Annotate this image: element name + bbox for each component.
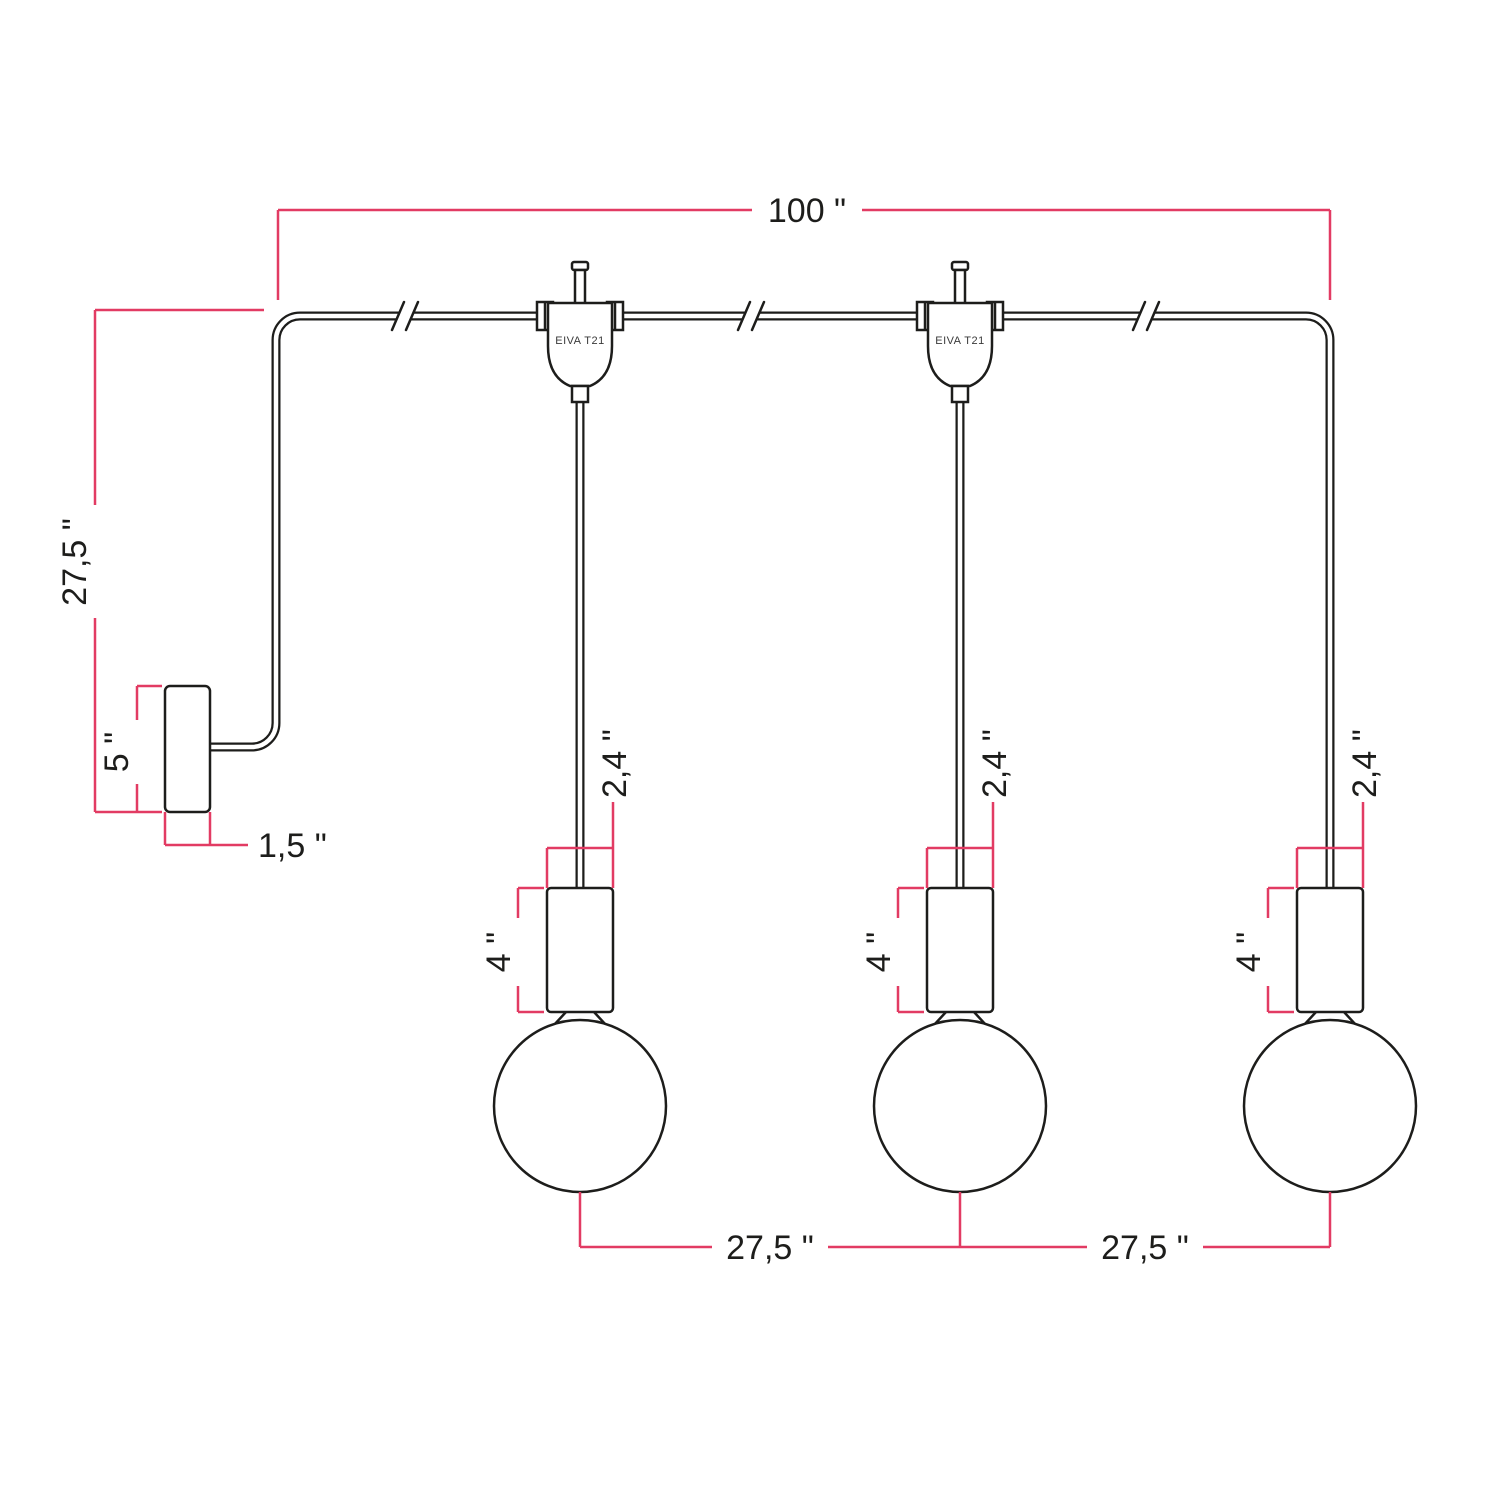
pendant-2-socket xyxy=(925,886,995,1014)
dimension-bulb-spacing-2: 27,5 " xyxy=(960,1192,1332,1267)
dimension-drop-height-label: 27,5 " xyxy=(56,518,94,606)
pendant-3 xyxy=(1242,886,1418,1194)
main-cable xyxy=(208,311,1335,892)
dimension-bulb-spacing-1-lines xyxy=(578,1192,962,1249)
break-mark-2-slashes xyxy=(736,300,766,332)
break-mark-2 xyxy=(736,300,766,332)
dimensions: 100 " 27,5 " 5 " 1,5 " 2,4 " 4 " xyxy=(56,192,1384,1267)
pendant-1-socket xyxy=(545,886,615,1014)
pendant-2 xyxy=(872,886,1048,1194)
dimension-socket-length-2-label: 4 " xyxy=(860,932,898,972)
dimension-bulb-spacing-2-lines xyxy=(960,1192,1332,1249)
dimension-socket-length-1-label: 4 " xyxy=(480,932,518,972)
dimension-socket-length-1-lines xyxy=(516,886,544,1014)
dimension-plate-height: 5 " xyxy=(98,684,162,812)
dimension-socket-diameter-3-lines xyxy=(1295,802,1365,888)
dimension-bulb-spacing-2-label: 27,5 " xyxy=(1101,1229,1189,1267)
dimension-total-width-label: 100 " xyxy=(768,192,846,230)
dimension-drop-height-lines xyxy=(93,308,264,814)
pendant-3-socket xyxy=(1295,886,1365,1014)
dimension-bulb-spacing-1-label: 27,5 " xyxy=(726,1229,814,1267)
connector-2-bottom-nut xyxy=(950,384,970,404)
break-mark-1 xyxy=(390,300,420,332)
break-mark-1-gap xyxy=(392,302,418,330)
break-mark-3-slashes xyxy=(1131,300,1161,332)
main-cable-core xyxy=(208,313,1333,892)
dimension-drop-height: 27,5 " xyxy=(56,308,264,814)
dimension-socket-length-3-label: 4 " xyxy=(1230,932,1268,972)
dimension-plate-height-label: 5 " xyxy=(98,732,136,772)
dimension-plate-height-lines xyxy=(135,684,162,812)
dimension-total-width-lines xyxy=(276,208,1332,300)
connector-2-top-stem xyxy=(953,268,967,308)
connector-1-top-stem xyxy=(573,268,587,308)
dimension-socket-length-2: 4 " xyxy=(860,886,924,1014)
connector-2-body xyxy=(926,301,994,388)
break-mark-3-gap xyxy=(1133,302,1159,330)
dimension-socket-diameter-1-label: 2,4 " xyxy=(596,729,634,798)
dimension-plate-depth: 1,5 " xyxy=(163,812,327,865)
main-cable-outline xyxy=(208,311,1335,892)
break-mark-1-slashes xyxy=(390,300,420,332)
dimension-socket-diameter-3: 2,4 " xyxy=(1295,729,1384,888)
pendant-1-bulb xyxy=(492,1018,668,1194)
connector-1-bottom-nut xyxy=(570,384,590,404)
connector-1-label: EIVA T21 xyxy=(555,335,604,347)
dimension-socket-diameter-2-label: 2,4 " xyxy=(976,729,1014,798)
dimension-socket-diameter-2-lines xyxy=(925,802,995,888)
dimension-plate-depth-label: 1,5 " xyxy=(258,827,327,865)
pendant-2-bulb xyxy=(872,1018,1048,1194)
dimension-total-width: 100 " xyxy=(276,192,1332,300)
break-mark-2-gap xyxy=(738,302,764,330)
connector-2-label: EIVA T21 xyxy=(935,335,984,347)
wall-plate xyxy=(163,684,212,814)
dimension-socket-diameter-2: 2,4 " xyxy=(925,729,1014,888)
dimension-socket-length-3: 4 " xyxy=(1230,886,1294,1014)
break-mark-3 xyxy=(1131,300,1161,332)
pendant-3-bulb xyxy=(1242,1018,1418,1194)
pendant-1 xyxy=(492,886,668,1194)
dimension-plate-depth-lines xyxy=(163,812,248,847)
fixture: EIVA T21 EIVA T21 xyxy=(163,260,1418,1194)
connector-2: EIVA T21 xyxy=(915,260,1005,404)
dimension-socket-diameter-1-lines xyxy=(545,802,615,888)
dimension-socket-length-2-lines xyxy=(896,886,924,1014)
dimension-bulb-spacing-1: 27,5 " xyxy=(578,1192,962,1267)
dimension-socket-length-3-lines xyxy=(1266,886,1294,1014)
connector-1-body xyxy=(546,301,614,388)
connector-1: EIVA T21 xyxy=(535,260,625,404)
dimension-socket-diameter-3-label: 2,4 " xyxy=(1346,729,1384,798)
dimension-socket-diameter-1: 2,4 " xyxy=(545,729,634,888)
dimension-socket-length-1: 4 " xyxy=(480,886,544,1014)
